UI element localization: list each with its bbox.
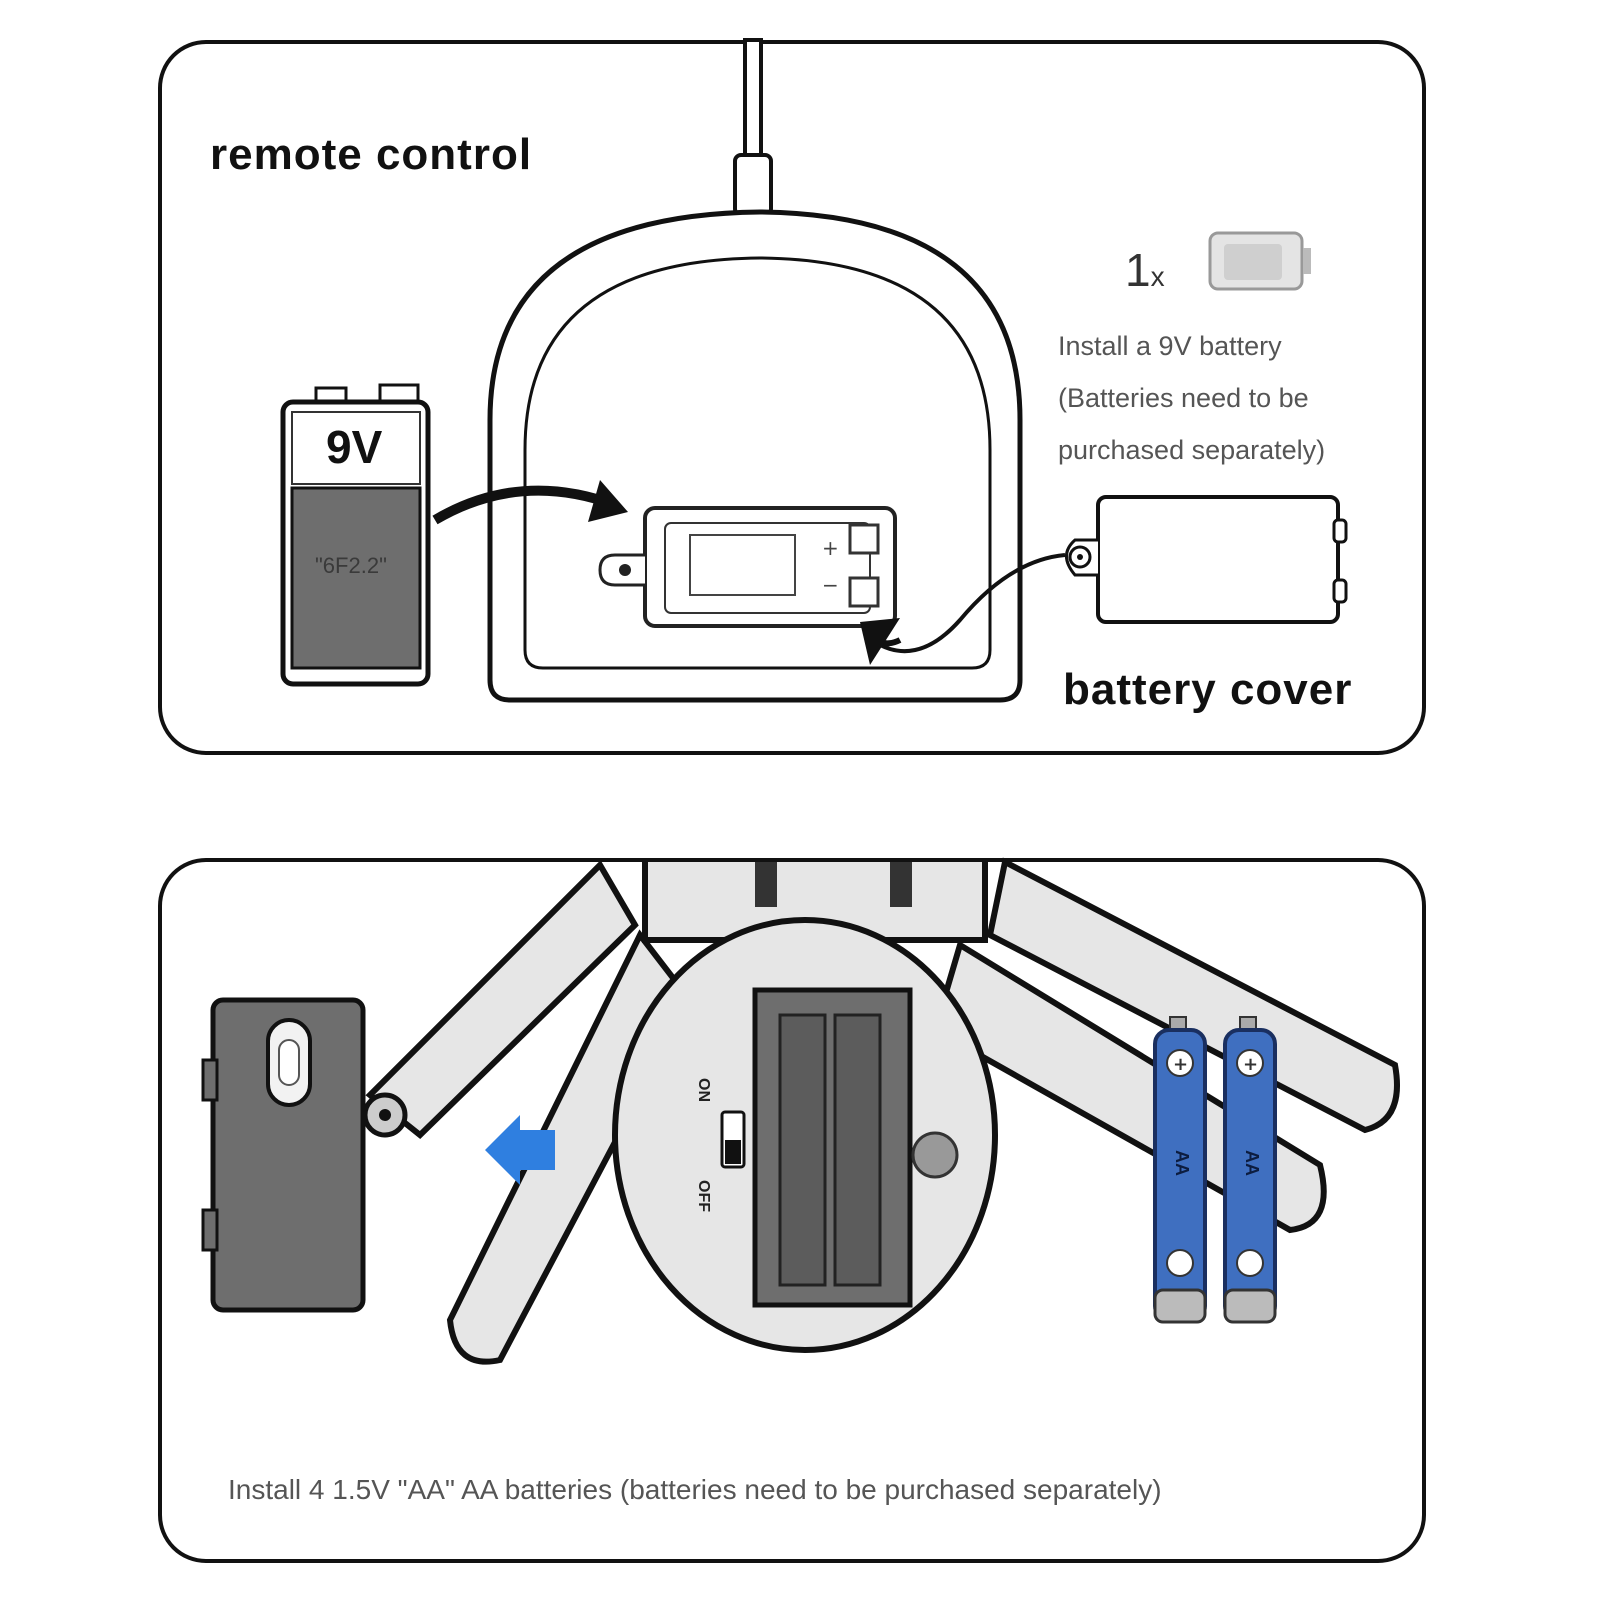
cell-label-2: AA xyxy=(1242,1150,1262,1176)
quantity-number: 1 xyxy=(1125,244,1151,296)
antenna-base xyxy=(733,153,773,217)
nine-volt-label: 9V xyxy=(326,421,383,473)
switch-off-label: OFF xyxy=(695,1180,712,1212)
leg-upper-left xyxy=(365,860,639,1140)
switch-on-label: ON xyxy=(695,1078,712,1102)
leg-lower-left xyxy=(446,929,694,1365)
svg-text:+: + xyxy=(1243,1054,1258,1075)
insert-arrow-battery xyxy=(432,485,617,525)
aa-battery-door xyxy=(201,997,366,1313)
cell-label-1: AA xyxy=(1172,1150,1192,1176)
note-line-2: (Batteries need to be xyxy=(1058,383,1309,413)
battery-quantity: 1x xyxy=(1125,243,1165,297)
toy-illustration: + + xyxy=(201,857,1400,1365)
antenna xyxy=(743,38,763,162)
remote-control-illustration: + − xyxy=(280,38,1348,703)
insert-arrow-cover xyxy=(860,618,900,665)
aa-install-caption: Install 4 1.5V "AA" AA batteries (batter… xyxy=(228,1474,1162,1505)
svg-text:+: + xyxy=(822,536,839,560)
leg-upper-right xyxy=(986,857,1400,1134)
toy-panel xyxy=(158,858,1426,1563)
quantity-mark: x xyxy=(1150,261,1165,292)
direction-arrow-blue xyxy=(485,1115,555,1185)
note-line-1: Install a 9V battery xyxy=(1058,331,1282,361)
aa-batteries: + + xyxy=(1153,1016,1277,1324)
svg-text:−: − xyxy=(822,573,839,597)
remote-control-title: remote control xyxy=(210,130,533,179)
cover-connector-line xyxy=(879,553,1066,654)
battery-cover xyxy=(1065,495,1348,624)
terminal-bottom xyxy=(848,576,880,608)
svg-text:+: + xyxy=(1173,1054,1188,1075)
nine-volt-battery xyxy=(280,383,431,687)
terminal-top xyxy=(848,523,880,555)
battery-cover-label: battery cover xyxy=(1063,665,1353,714)
battery-model-label: "6F2.2" xyxy=(315,553,387,578)
note-line-3: purchased separately) xyxy=(1058,435,1326,465)
battery-note: Install a 9V battery (Batteries need to … xyxy=(1058,320,1325,476)
battery-icon xyxy=(1208,231,1311,291)
